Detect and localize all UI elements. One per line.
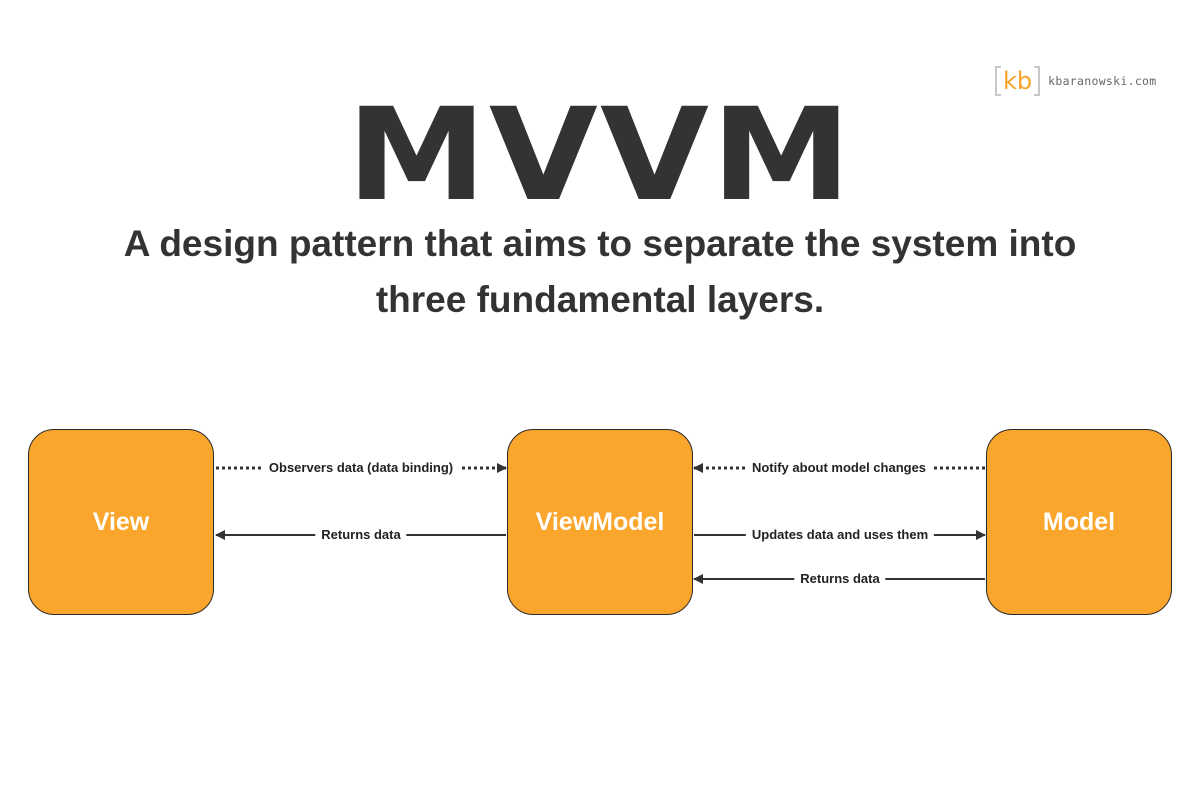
edge-label-viewmodel-to-model: Updates data and uses them: [745, 527, 935, 543]
node-view: View: [28, 429, 214, 615]
logo-mark: kb: [995, 66, 1041, 96]
page-title: MVVM: [346, 81, 854, 230]
node-viewmodel: ViewModel: [507, 429, 693, 615]
node-model: Model: [986, 429, 1172, 615]
node-viewmodel-label: ViewModel: [535, 507, 665, 536]
logo-mark-text: kb: [1003, 67, 1033, 95]
edge-label-view-to-viewmodel: Observers data (data binding): [262, 460, 460, 476]
logo-site-text: kbaranowski.com: [1048, 74, 1157, 88]
node-view-label: View: [92, 507, 150, 536]
node-model-label: Model: [1042, 507, 1116, 536]
edge-label-model-to-viewmodel-notify: Notify about model changes: [745, 460, 933, 476]
brand-logo[interactable]: kb kbaranowski.com: [995, 66, 1157, 96]
edge-label-viewmodel-to-view: Returns data: [315, 527, 407, 543]
logo-left-bracket: [995, 66, 1001, 96]
page-subtitle: A design pattern that aims to separate t…: [123, 223, 1077, 320]
logo-right-bracket: [1034, 66, 1041, 96]
edge-label-model-to-viewmodel-returns: Returns data: [794, 571, 886, 587]
